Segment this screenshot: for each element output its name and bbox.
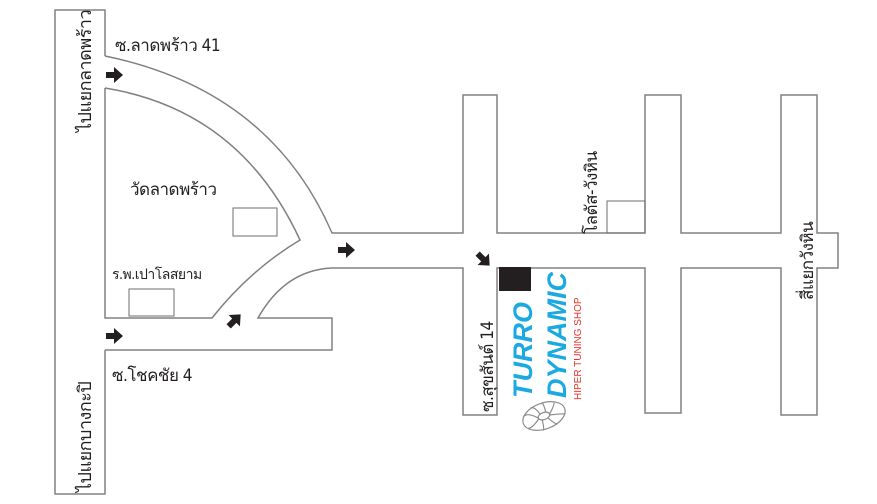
arrow-right-icon	[338, 242, 355, 258]
label-lotus-wanghin: โลตัส-วังหิน	[582, 151, 602, 234]
label-soi-suksan-14: ซ.สุขสันต์ 14	[478, 321, 498, 412]
brand-name-turro: TURRO	[508, 302, 538, 398]
direction-arrows	[106, 67, 490, 344]
shop-location-marker	[499, 267, 531, 291]
label-soi-ladprao-41: ซ.ลาดพร้าว 41	[115, 36, 221, 56]
road-inner-curve	[104, 87, 301, 319]
turbo-fan-logo-icon	[522, 401, 566, 431]
label-wanghin-intersection: สี่แยกวังหิน	[798, 221, 818, 300]
arrow-down-right-icon	[475, 251, 490, 266]
label-paolo-hospital: ร.พ.เปาโลสยาม	[112, 267, 202, 283]
lotus-building	[606, 200, 646, 234]
wat-ladprao-building	[232, 207, 278, 237]
arrow-up-right-icon	[226, 314, 241, 329]
road-ladprao-vertical	[54, 9, 106, 495]
label-to-ladprao-junction: ไปแยกลาดพร้าว	[75, 9, 96, 132]
brand-name-dynamic: DYNAMIC	[542, 272, 572, 398]
label-to-bangkapi-junction: ไปแยกบางกะปิ	[75, 381, 96, 492]
label-wat-ladprao: วัดลาดพร้าว	[130, 180, 217, 200]
brand-tagline: HIPER TUNING SHOP	[573, 297, 584, 400]
arrow-right-icon	[106, 67, 123, 83]
hospital-building	[128, 288, 175, 317]
label-soi-chokchai-4: ซ.โชคชัย 4	[112, 366, 193, 386]
arrow-right-icon	[106, 328, 123, 344]
road-ladprao41-outer	[104, 55, 839, 416]
